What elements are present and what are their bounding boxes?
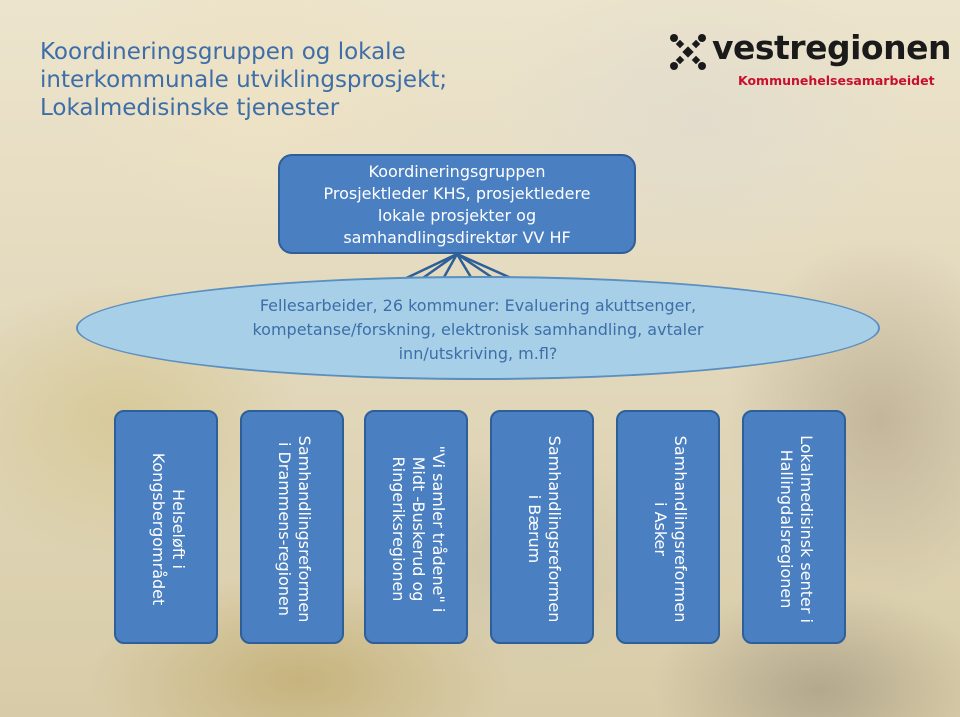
project-label: "Vi samler trådene" i Midt -Buskerud og … xyxy=(388,416,448,642)
vestregionen-mark-icon xyxy=(670,34,706,70)
project-label-line: Samhandlingsreformen xyxy=(671,435,690,623)
project-label-line: i Bærum xyxy=(525,494,544,564)
project-label: Lokalmedisinsk senter i Hallingdalsregio… xyxy=(776,416,816,642)
project-label: Samhandlingsreformen i Drammens-regionen xyxy=(274,416,314,642)
project-label-line: Samhandlingsreformen xyxy=(295,435,314,623)
project-box-hallingdal: Lokalmedisinsk senter i Hallingdalsregio… xyxy=(742,410,846,644)
project-label-line: Ringeriksregionen xyxy=(389,456,408,602)
project-label-line: i Drammens-regionen xyxy=(275,441,294,617)
project-label-line: Lokalmedisinsk senter i xyxy=(797,435,816,623)
shared-work-ellipse: Fellesarbeider, 26 kommuner: Evaluering … xyxy=(76,276,880,380)
coordination-line-4: samhandlingsdirektør VV HF xyxy=(343,228,571,247)
logo-subtitle: Kommunehelsesamarbeidet xyxy=(738,73,935,88)
logo-name: vestregionen xyxy=(712,28,951,67)
connector-line xyxy=(455,253,474,280)
project-label-line: Midt -Buskerud og xyxy=(409,456,428,602)
project-label: Samhandlingsreformen i Bærum xyxy=(524,416,564,642)
project-label-line: Kongsbergområdet xyxy=(149,452,168,606)
project-label-line: "Vi samler trådene" i xyxy=(429,445,448,613)
project-label-line: Samhandlingsreformen xyxy=(545,435,564,623)
shared-work-line-3: inn/utskriving, m.fl? xyxy=(398,344,558,363)
project-box-baerum: Samhandlingsreformen i Bærum xyxy=(490,410,594,644)
project-box-midt-buskerud: "Vi samler trådene" i Midt -Buskerud og … xyxy=(364,410,468,644)
coordination-line-3: lokale prosjekter og xyxy=(377,206,537,225)
title-line-3: Lokalmedisinske tjenester xyxy=(40,95,340,121)
title-line-2: interkommunale utviklingsprosjekt; xyxy=(40,67,448,93)
vestregionen-logo: vestregionen Kommunehelsesamarbeidet xyxy=(668,28,951,92)
project-label: Helseløft i Kongsbergområdet xyxy=(148,416,188,642)
coordination-line-2: Prosjektleder KHS, prosjektledere xyxy=(323,184,591,203)
coordination-group-box: Koordineringsgruppen Prosjektleder KHS, … xyxy=(278,154,636,254)
project-box-asker: Samhandlingsreformen i Asker xyxy=(616,410,720,644)
project-label-line: Helseløft i xyxy=(169,489,188,569)
shared-work-line-2: kompetanse/forskning, elektronisk samhan… xyxy=(252,320,704,339)
project-box-drammen: Samhandlingsreformen i Drammens-regionen xyxy=(240,410,344,644)
project-box-kongsberg: Helseløft i Kongsbergområdet xyxy=(114,410,218,644)
shared-work-line-1: Fellesarbeider, 26 kommuner: Evaluering … xyxy=(259,296,697,315)
coordination-line-1: Koordineringsgruppen xyxy=(368,162,546,181)
project-label: Samhandlingsreformen i Asker xyxy=(650,416,690,642)
project-label-line: i Asker xyxy=(651,502,670,556)
connector-line xyxy=(441,253,459,280)
project-label-line: Hallingdalsregionen xyxy=(777,449,796,609)
title-line-1: Koordineringsgruppen og lokale xyxy=(40,39,406,65)
page-title: Koordineringsgruppen og lokale interkomm… xyxy=(40,38,560,122)
